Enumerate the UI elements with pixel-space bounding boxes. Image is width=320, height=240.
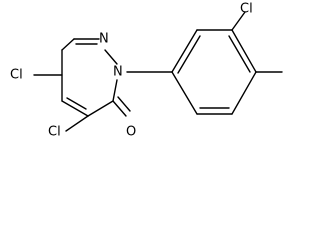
bond-ph-4	[231, 71, 257, 115]
atom-n-substituted: N	[113, 65, 123, 80]
bond-c3-c4	[87, 100, 114, 117]
bond-c4-c5	[61, 100, 89, 117]
bond-ph-3-double	[228, 35, 251, 73]
bond-ph-6	[171, 71, 198, 115]
atom-cl-c5: Cl	[10, 68, 23, 83]
bond-ph-3	[231, 29, 257, 73]
bond-c6-c5-link	[61, 38, 75, 51]
atom-cl-phenyl: Cl	[240, 2, 253, 17]
atom-cl-c4: Cl	[48, 125, 61, 140]
bond-c4-cl	[65, 115, 89, 132]
chemical-structure: Cl Cl N N O Cl	[10, 2, 283, 140]
bond-n-n	[104, 49, 118, 65]
bond-c3-o-double	[117, 96, 131, 112]
bond-ph-1-double	[177, 35, 201, 74]
bond-ph-1	[171, 29, 198, 73]
bond-n-c3	[112, 79, 118, 102]
atom-n-top: N	[99, 32, 109, 47]
atom-o-carbonyl: O	[126, 125, 136, 140]
bond-ph-cl	[231, 11, 246, 31]
bond-c3-o	[112, 100, 127, 117]
bond-c4-c5-double	[66, 97, 87, 110]
